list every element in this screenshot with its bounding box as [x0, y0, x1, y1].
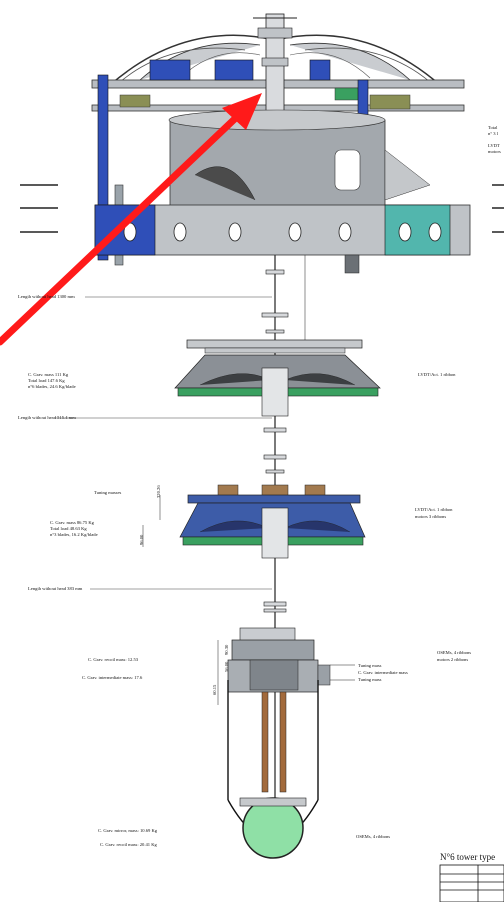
right-top-label-4: motors	[488, 149, 501, 154]
right-top-label-3: LVDT	[488, 143, 500, 148]
right-top-label-2: n° 3 l	[488, 131, 499, 136]
cg-label-filter3-line3: n°3 blades, 16.2 Kg/blade	[50, 532, 98, 537]
filter-2	[174, 339, 381, 417]
length-label-top: Length without head 1300 mm	[18, 294, 75, 299]
cg-recoil-bottom-label: C. Grav. recoil mass: 20.41 Kg	[100, 842, 157, 847]
lvdt-label-filter3-line2: motors 3 ribbons	[415, 514, 447, 519]
marionette-payload	[217, 627, 355, 859]
cg-intermediate-label: C. Grav. intermediate mass: 17.6	[82, 675, 143, 680]
length-label-low: Length without head 383 mm	[28, 586, 83, 591]
side-rails-right	[492, 184, 504, 233]
lvdt-label-filter3-line1: LVDT/Act. 1 ribbon	[415, 507, 453, 512]
wire-clamps	[261, 269, 289, 613]
tuning-mass-label-1: Tuning mass	[358, 663, 382, 668]
cg-label-filter2-line3: n°6 blades, 24.6 Kg/blade	[28, 384, 76, 389]
cg-label-filter3-line2: Total load 48.63 Kg	[50, 526, 87, 531]
length-label-mid: Length without head 515.4 mm	[18, 415, 76, 420]
title-block-table	[439, 864, 504, 902]
osem-label-2: OSEMs, 4 ribbons	[356, 834, 391, 839]
red-pointer-arrow	[0, 93, 262, 346]
cg-label-filter3-line1: C. Grav. mass 86.75 Kg	[50, 520, 94, 525]
tuning-mass-label-2: Tuning mass	[358, 677, 382, 682]
dimension-3: 90.30	[224, 644, 229, 655]
osem-label-1-line2: motors 2 ribbons	[437, 657, 469, 662]
dimension-4: 56.00	[224, 661, 229, 672]
mirror	[242, 797, 304, 859]
dimension-5: 60.15	[212, 684, 217, 695]
cg-mirror-label: C. Grav. mirror, mass: 10.69 Kg	[98, 828, 158, 833]
top-filter	[91, 13, 471, 274]
tower-type-title: N°6 tower type	[440, 852, 496, 862]
cg-label-filter2-line2: Total load 147.6 Kg	[28, 378, 65, 383]
right-top-label-1: Total	[488, 125, 498, 130]
dimension-2: 96.00	[139, 534, 144, 545]
cg-recoil-label: C. Grav. recoil mass: 12.53	[88, 657, 139, 662]
tuning-masses-label: Tuning masses	[94, 490, 122, 495]
cg-label-filter2-line1: C. Grav. mass 111 Kg	[28, 372, 69, 377]
side-rails-left	[20, 184, 58, 233]
cg-intermediate-right-label: C. Grav. intermediate mass	[358, 670, 408, 675]
osem-label-1-line1: OSEMs, 4 ribbons	[437, 650, 472, 655]
lvdt-label-filter2: LVDT/Act. 1 ribbon	[418, 372, 456, 377]
dimension-1: 320.26	[156, 485, 161, 498]
filter-3	[142, 484, 366, 559]
